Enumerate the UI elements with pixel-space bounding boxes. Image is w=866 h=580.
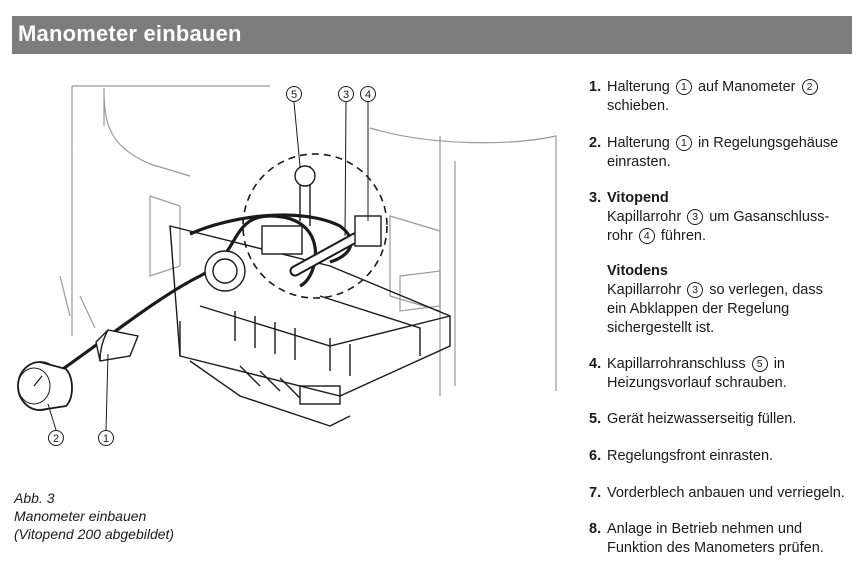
step-text: Kapillarrohr <box>607 209 682 225</box>
caption-figure-number: Abb. 3 <box>14 490 55 506</box>
step-text: Funktion des Manometers prüfen. <box>607 540 824 556</box>
step-text: rohr <box>607 228 633 244</box>
ref-marker: 2 <box>801 79 818 95</box>
step-number: 3. <box>589 190 602 206</box>
step-number: 4. <box>589 356 602 372</box>
step-number: 2. <box>589 135 602 151</box>
callout-labels: 5 3 4 2 1 <box>47 86 376 446</box>
step-text: Gerät heizwasserseitig füllen. <box>607 411 797 427</box>
ref-marker: 1 <box>675 135 692 151</box>
connection-pipe <box>289 232 361 277</box>
step-number: 1. <box>589 79 602 95</box>
step-text: Regelungsfront einrasten. <box>607 448 774 464</box>
ref-marker: 4 <box>638 228 655 244</box>
step-text: Kapillarrohr <box>607 282 682 298</box>
step-text: in Regelungsgehäuse <box>697 135 839 151</box>
step-text: Halterung <box>607 79 670 95</box>
step-number: 5. <box>589 411 602 427</box>
callout-1: 1 <box>103 433 109 445</box>
section-title-bar: Manometer einbauen <box>12 16 852 54</box>
step-text: Halterung <box>607 135 670 151</box>
pressure-gauge <box>17 361 73 411</box>
step-text: schieben. <box>607 98 670 114</box>
step-text: einrasten. <box>607 154 671 170</box>
step-text: Kapillarrohranschluss <box>607 356 746 372</box>
step-heading: Vitopend <box>607 190 669 206</box>
boiler-housing <box>59 85 557 396</box>
ref-marker: 3 <box>687 209 704 225</box>
control-unit <box>169 225 451 427</box>
step-text: Heizungsvorlauf schrauben. <box>607 375 787 391</box>
step-text: Anlage in Betrieb nehmen und <box>607 521 803 537</box>
detail-circle <box>242 153 388 299</box>
callout-4: 4 <box>365 89 371 101</box>
ref-marker: 3 <box>687 282 704 298</box>
step-text: ein Abklappen der Regelung <box>607 301 790 317</box>
step-text: auf Manometer <box>697 79 796 95</box>
ref-marker: 1 <box>675 79 692 95</box>
callout-2: 2 <box>53 433 59 445</box>
step-text: Vorderblech anbauen und verriegeln. <box>607 485 845 501</box>
holder <box>95 329 139 362</box>
page-title: Manometer einbauen <box>18 21 242 46</box>
step-number: 6. <box>589 448 602 464</box>
step-text: in <box>773 356 785 372</box>
step-text: um Gasanschluss- <box>709 209 830 225</box>
capillary-tube <box>59 213 353 373</box>
step-number: 8. <box>589 521 602 537</box>
caption-note: (Vitopend 200 abgebildet) <box>14 526 175 542</box>
step-text: führen. <box>660 228 707 244</box>
installation-illustration: 5 3 4 2 1 <box>17 85 557 446</box>
caption-title: Manometer einbauen <box>14 508 147 524</box>
step-number: 7. <box>589 485 602 501</box>
callout-3: 3 <box>343 89 349 101</box>
step-text: sichergestellt ist. <box>607 320 715 336</box>
ref-marker: 5 <box>751 356 768 372</box>
figure-caption: Abb. 3 Manometer einbauen (Vitopend 200 … <box>14 489 274 543</box>
pipe-fittings <box>204 165 382 292</box>
step-text: so verlegen, dass <box>709 282 823 298</box>
step-heading: Vitodens <box>607 263 668 279</box>
callout-5: 5 <box>291 89 297 101</box>
